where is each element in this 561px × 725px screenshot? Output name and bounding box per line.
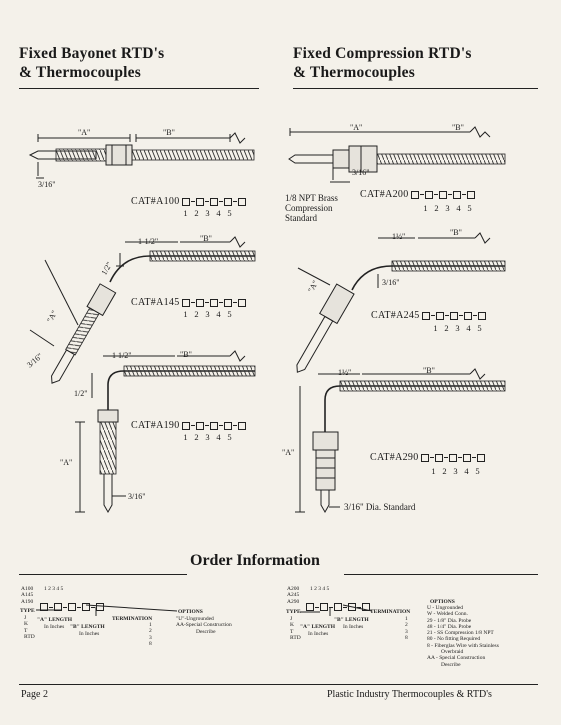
order-right-b-length: "B" LENGTH	[334, 617, 369, 623]
order-info-title: Order Information	[190, 552, 320, 569]
a190-dia: 3/16"	[128, 492, 146, 501]
order-left-nums: 1 2 3 4 5	[44, 586, 64, 592]
order-left-type-opts: J K T RTD	[24, 615, 35, 640]
a190-drawing	[75, 350, 256, 514]
right-title: Fixed Compression RTD's & Thermocouples	[293, 44, 472, 82]
a100-dim-a: "A"	[78, 128, 91, 137]
order-right-boxes	[306, 598, 370, 616]
a145-catalog-row: CAT#A145	[131, 297, 247, 308]
a190-dim-half: 1/2"	[74, 389, 88, 398]
a200-dim-b: "B"	[452, 123, 464, 132]
order-right-type: TYPE	[286, 609, 301, 615]
order-left-termination: TERMINATION	[112, 616, 153, 622]
order-right-models: A200 A245 A290	[287, 586, 300, 605]
a200-dim-a: "A"	[350, 123, 363, 132]
a190-code-boxes	[182, 421, 247, 430]
a200-catalog-row: CAT#A200	[360, 189, 476, 200]
order-right-term-opts: 1 2 3 8	[405, 616, 408, 641]
order-left-type: TYPE	[20, 608, 35, 614]
a145-dim-b: "B"	[200, 234, 212, 243]
order-left-b-length-sub: In Inches	[79, 631, 100, 637]
order-right-nums: 1 2 3 4 5	[310, 586, 330, 592]
a145-code-boxes	[182, 298, 247, 307]
order-left-a-length: "A" LENGTH	[37, 617, 72, 623]
a245-drawing	[296, 232, 506, 373]
order-right-b-length-sub: In Inches	[343, 624, 364, 630]
a200-drawing	[288, 126, 506, 183]
a100-catalog-row: CAT#A100	[131, 196, 247, 207]
a245-dim-b: "B"	[450, 228, 462, 237]
a245-dia: 3/16"	[382, 278, 400, 287]
left-title-line-1: Fixed Bayonet RTD's	[19, 45, 165, 62]
a100-dia: 3/16"	[38, 180, 56, 189]
a245-catalog-number: CAT#A245	[371, 310, 420, 321]
order-right-termination: TERMINATION	[370, 609, 411, 615]
a290-catalog-number: CAT#A290	[370, 452, 419, 463]
order-left-boxes	[40, 598, 104, 616]
order-left-options: OPTIONS	[178, 609, 203, 615]
a145-catalog-number: CAT#A145	[131, 297, 180, 308]
order-right-type-opts: J K T RTD	[290, 616, 301, 641]
order-rule-right	[344, 574, 538, 575]
a190-dim-a: "A"	[60, 458, 73, 467]
right-title-rule	[293, 88, 538, 89]
order-left-a-length-sub: In Inches	[44, 624, 65, 630]
a290-dim-len: 1½"	[338, 368, 352, 377]
a190-dim-len: 1 1/2"	[112, 351, 132, 360]
a245-code-boxes	[422, 311, 487, 320]
a245-dim-len: 1½"	[392, 232, 406, 241]
left-title: Fixed Bayonet RTD's & Thermocouples	[19, 44, 164, 82]
a145-dim-len: 1-1/2"	[138, 237, 159, 246]
a290-dim-a: "A"	[282, 448, 295, 457]
a290-drawing	[295, 368, 506, 514]
a245-catalog-row: CAT#A245	[371, 310, 487, 321]
order-left-option-lines: "U"-Ungrounded AA-Special Construction D…	[176, 616, 232, 635]
order-right-a-length-sub: In Inches	[308, 631, 329, 637]
right-title-line-2: & Thermocouples	[293, 64, 415, 81]
order-right-a-length: "A" LENGTH	[300, 624, 335, 630]
order-left-models: A100 A145 A190	[21, 586, 34, 605]
a200-catalog-number: CAT#A200	[360, 189, 409, 200]
a145-drawing	[29, 236, 256, 384]
left-title-line-2: & Thermocouples	[19, 64, 141, 81]
order-left-term-opts: 1 2 3 8	[149, 622, 152, 647]
a100-catalog-number: CAT#A100	[131, 196, 180, 207]
a290-code-boxes	[421, 453, 486, 462]
order-right-options: OPTIONS	[430, 599, 455, 605]
footer-publication-title: Plastic Industry Thermocouples & RTD's	[327, 689, 492, 700]
a100-drawing	[28, 132, 255, 179]
a200-fitting-note: 1/8 NPT Brass Compression Standard	[285, 193, 338, 223]
a100-dim-b: "B"	[163, 128, 175, 137]
a290-dim-b: "B"	[423, 366, 435, 375]
left-title-rule	[19, 88, 259, 89]
a190-catalog-row: CAT#A190	[131, 420, 247, 431]
footer-page-number: Page 2	[21, 689, 48, 700]
a200-code-boxes	[411, 190, 476, 199]
right-title-line-1: Fixed Compression RTD's	[293, 45, 472, 62]
order-rule-left	[19, 574, 187, 575]
order-left-b-length: "B" LENGTH	[70, 624, 105, 630]
a290-catalog-row: CAT#A290	[370, 452, 486, 463]
footer-rule	[19, 684, 538, 685]
a190-dim-b: "B"	[180, 350, 192, 359]
a100-code-boxes	[182, 197, 247, 206]
a200-dia: 3/16"	[352, 168, 370, 177]
a290-dia-note: 3/16" Dia. Standard	[344, 502, 416, 512]
order-right-option-lines: U - Ungrounded W - Welded Conn. 29 - 1/8…	[427, 605, 499, 668]
a190-catalog-number: CAT#A190	[131, 420, 180, 431]
